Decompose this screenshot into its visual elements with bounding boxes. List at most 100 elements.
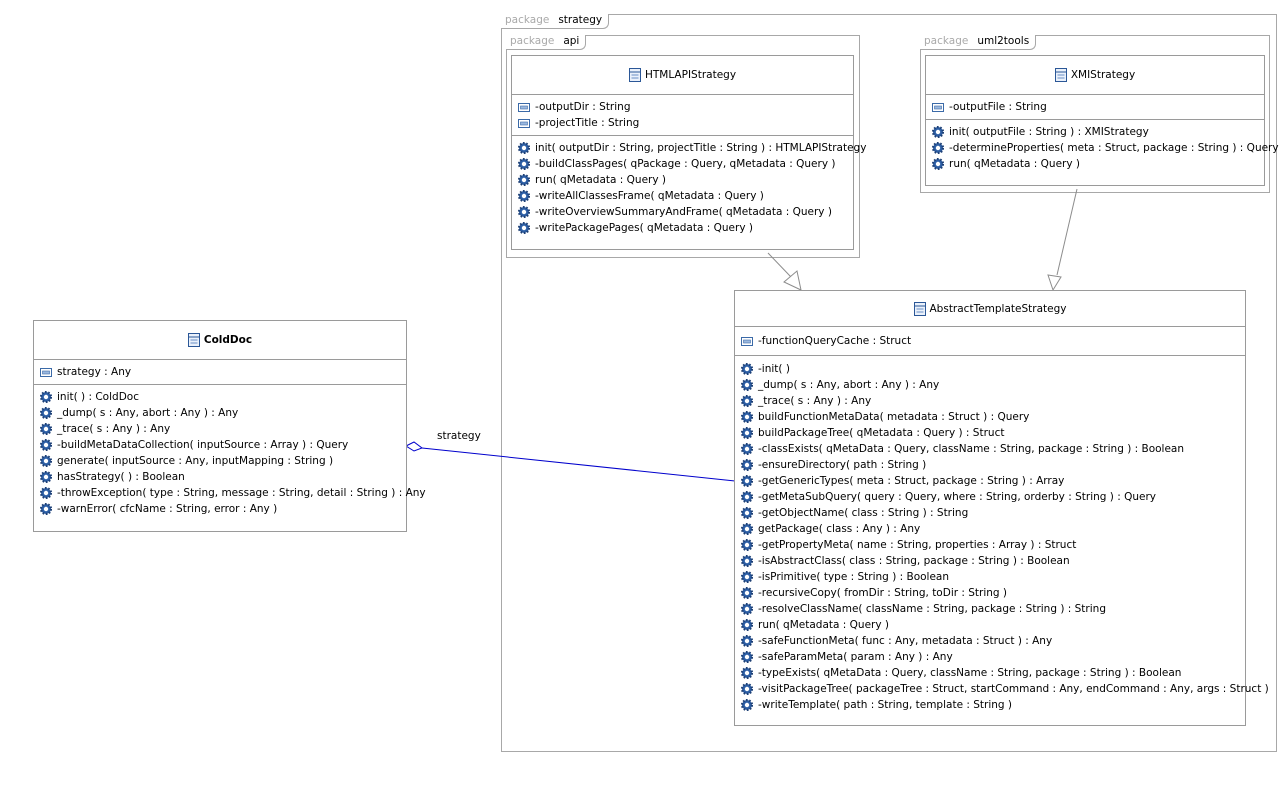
operation-row[interactable]: run( qMetadata : Query ) [740, 617, 1245, 633]
operation-row[interactable]: getPackage( class : Any ) : Any [740, 521, 1245, 537]
operation-icon [740, 538, 754, 552]
operation-row[interactable]: -typeExists( qMetaData : Query, classNam… [740, 665, 1245, 681]
operation-row[interactable]: _dump( s : Any, abort : Any ) : Any [740, 377, 1245, 393]
operation-text: buildFunctionMetaData( metadata : Struct… [758, 411, 1030, 423]
operation-row[interactable]: -classExists( qMetaData : Query, classNa… [740, 441, 1245, 457]
operation-text: -isPrimitive( type : String ) : Boolean [758, 571, 950, 583]
class-colddoc[interactable]: ColdDoc strategy : Any init( ) : ColdDoc… [33, 320, 426, 532]
operation-text: -classExists( qMetaData : Query, classNa… [758, 443, 1185, 455]
operation-icon [740, 506, 754, 520]
operation-text: buildPackageTree( qMetadata : Query ) : … [758, 427, 1005, 439]
operation-row[interactable]: -ensureDirectory( path : String ) [740, 457, 1245, 473]
generalization-xmi[interactable] [1047, 188, 1078, 292]
operation-row[interactable]: -writeOverviewSummaryAndFrame( qMetadata… [517, 204, 853, 220]
operation-row[interactable]: -buildClassPages( qPackage : Query, qMet… [517, 156, 853, 172]
operation-icon [39, 470, 53, 484]
class-header: ColdDoc [34, 321, 406, 360]
class-htmlapistrategy[interactable]: HTMLAPIStrategy -outputDir : String-proj… [511, 55, 866, 250]
operation-text: -getMetaSubQuery( query : Query, where :… [758, 491, 1156, 503]
operation-text: -visitPackageTree( packageTree : Struct,… [758, 683, 1269, 695]
attribute-row[interactable]: -outputFile : String [932, 99, 1264, 115]
operations-compartment: init( ) : ColdDoc _dump( s : Any, abort :… [34, 385, 426, 521]
operation-icon [740, 634, 754, 648]
operation-icon [931, 157, 945, 171]
attribute-row[interactable]: -projectTitle : String [518, 115, 853, 131]
operation-icon [740, 698, 754, 712]
operation-text: run( qMetadata : Query ) [758, 619, 890, 631]
attribute-row[interactable]: -functionQueryCache : Struct [741, 333, 1245, 349]
attribute-text: strategy : Any [57, 366, 132, 378]
operation-row[interactable]: hasStrategy( ) : Boolean [39, 469, 406, 485]
operation-row[interactable]: -isAbstractClass( class : String, packag… [740, 553, 1245, 569]
class-header: AbstractTemplateStrategy [735, 291, 1245, 327]
class-abstracttemplatestrategy[interactable]: AbstractTemplateStrategy -functionQueryC… [734, 290, 1269, 726]
operation-row[interactable]: -writeTemplate( path : String, template … [740, 697, 1245, 713]
operation-icon [740, 410, 754, 424]
operation-row[interactable]: -getGenericTypes( meta : Struct, package… [740, 473, 1245, 489]
class-name: ColdDoc [203, 334, 253, 346]
operation-row[interactable]: -getPropertyMeta( name : String, propert… [740, 537, 1245, 553]
operation-row[interactable]: _dump( s : Any, abort : Any ) : Any [39, 405, 406, 421]
operation-row[interactable]: -init( ) [740, 361, 1245, 377]
operation-row[interactable]: -resolveClassName( className : String, p… [740, 601, 1245, 617]
operation-row[interactable]: -writePackagePages( qMetadata : Query ) [517, 220, 853, 236]
attributes-compartment: -outputFile : String [926, 95, 1264, 120]
operation-row[interactable]: -throwException( type : String, message … [39, 485, 426, 501]
class-icon [628, 68, 641, 82]
attribute-text: -outputFile : String [949, 101, 1047, 113]
operation-row[interactable]: -visitPackageTree( packageTree : Struct,… [740, 681, 1269, 697]
operation-icon [39, 390, 53, 404]
attribute-icon [741, 335, 753, 347]
operation-row[interactable]: -buildMetaDataCollection( inputSource : … [39, 437, 406, 453]
operation-text: init( ) : ColdDoc [57, 391, 139, 403]
operation-row[interactable]: buildFunctionMetaData( metadata : Struct… [740, 409, 1245, 425]
operation-row[interactable]: -getObjectName( class : String ) : Strin… [740, 505, 1245, 521]
attribute-row[interactable]: -outputDir : String [518, 99, 853, 115]
package-name: uml2tools [977, 35, 1030, 47]
operation-text: -getGenericTypes( meta : Struct, package… [758, 475, 1065, 487]
generalization-htmlapi[interactable] [767, 252, 802, 291]
operation-row[interactable]: -safeFunctionMeta( func : Any, metadata … [740, 633, 1245, 649]
attribute-row[interactable]: strategy : Any [40, 364, 406, 380]
operation-text: _dump( s : Any, abort : Any ) : Any [758, 379, 940, 391]
operation-icon [517, 221, 531, 235]
operation-text: -throwException( type : String, message … [57, 487, 426, 499]
operation-row[interactable]: _trace( s : Any ) : Any [39, 421, 406, 437]
operation-icon [39, 486, 53, 500]
operation-row[interactable]: -safeParamMeta( param : Any ) : Any [740, 649, 1245, 665]
operation-row[interactable]: -getMetaSubQuery( query : Query, where :… [740, 489, 1245, 505]
operation-row[interactable]: -determineProperties( meta : Struct, pac… [931, 140, 1279, 156]
class-name: XMIStrategy [1070, 69, 1136, 81]
operation-row[interactable]: -writeAllClassesFrame( qMetadata : Query… [517, 188, 853, 204]
operation-row[interactable]: init( outputDir : String, projectTitle :… [517, 140, 866, 156]
operation-icon [931, 125, 945, 139]
operation-text: -writeTemplate( path : String, template … [758, 699, 1013, 711]
operation-text: _trace( s : Any ) : Any [57, 423, 171, 435]
operation-icon [39, 406, 53, 420]
generalization-arrowhead [1047, 274, 1062, 292]
operation-row[interactable]: -recursiveCopy( fromDir : String, toDir … [740, 585, 1245, 601]
operation-text: -determineProperties( meta : Struct, pac… [949, 142, 1279, 154]
operation-text: -isAbstractClass( class : String, packag… [758, 555, 1070, 567]
class-xmistrategy[interactable]: XMIStrategy -outputFile : String init( o… [925, 55, 1279, 186]
operation-row[interactable]: run( qMetadata : Query ) [931, 156, 1264, 172]
operation-row[interactable]: generate( inputSource : Any, inputMappin… [39, 453, 406, 469]
operation-row[interactable]: buildPackageTree( qMetadata : Query ) : … [740, 425, 1245, 441]
operation-icon [740, 586, 754, 600]
attribute-icon [518, 101, 530, 113]
operation-icon [740, 554, 754, 568]
operation-row[interactable]: -warnError( cfcName : String, error : An… [39, 501, 406, 517]
operation-row[interactable]: -isPrimitive( type : String ) : Boolean [740, 569, 1245, 585]
attribute-text: -outputDir : String [535, 101, 631, 113]
operation-text: -buildMetaDataCollection( inputSource : … [57, 439, 349, 451]
operation-row[interactable]: init( outputFile : String ) : XMIStrateg… [931, 124, 1264, 140]
association-strategy[interactable] [404, 441, 736, 482]
operation-row[interactable]: _trace( s : Any ) : Any [740, 393, 1245, 409]
operation-row[interactable]: init( ) : ColdDoc [39, 389, 406, 405]
operation-row[interactable]: run( qMetadata : Query ) [517, 172, 853, 188]
